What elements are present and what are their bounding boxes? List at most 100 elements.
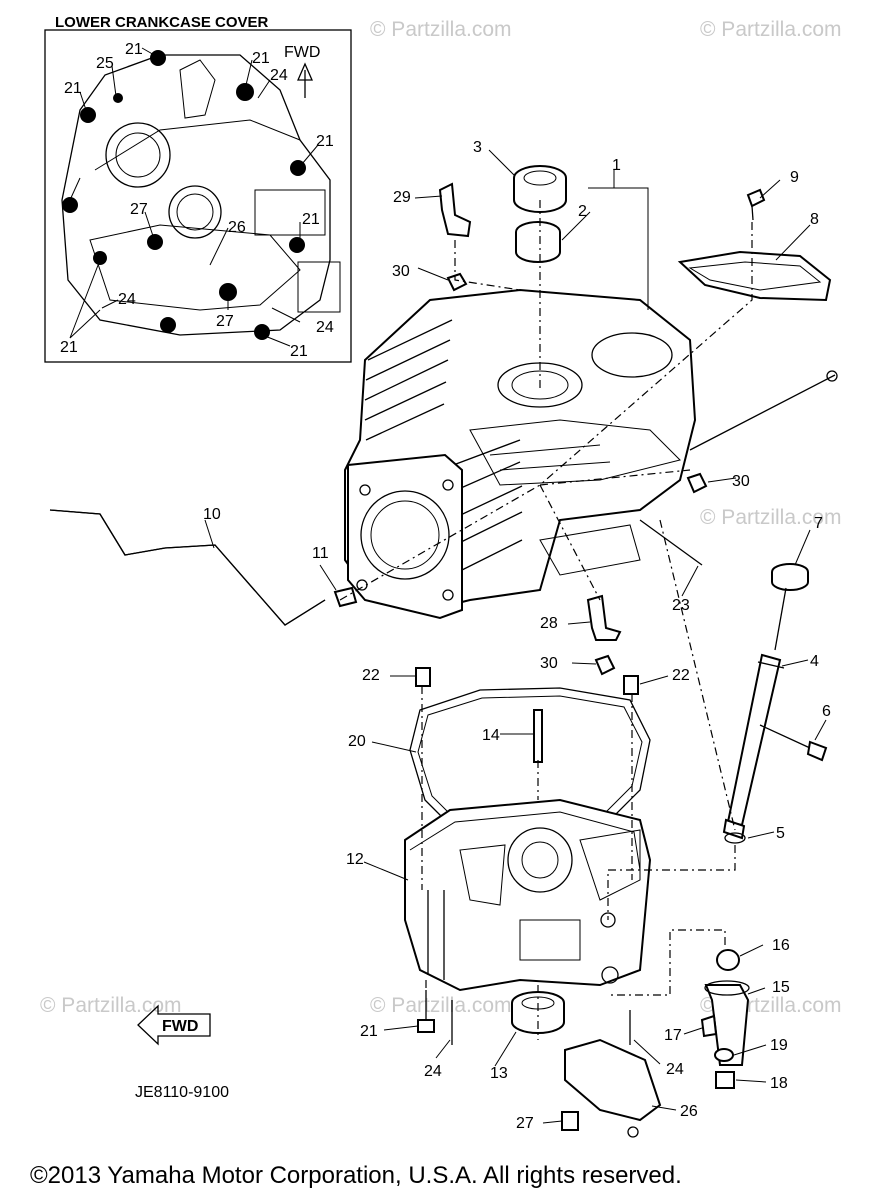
inset-leaders <box>69 47 319 347</box>
breather-hose-10-outer <box>49 509 326 626</box>
callout-labels: 1 2 3 4 5 6 7 8 9 10 11 12 13 14 15 16 1… <box>203 139 831 1132</box>
inset-panel: LOWER CRANKCASE COVER FWD <box>44 14 352 363</box>
cylinder-bore <box>360 490 450 580</box>
oil-seal-3 <box>513 165 567 213</box>
inset-callout-21: 21 <box>316 133 334 150</box>
crankcase-block <box>344 288 697 620</box>
callout-7: 7 <box>814 515 823 532</box>
callout-30: 30 <box>732 473 750 490</box>
inset-callout-27: 27 <box>216 313 234 330</box>
ball-16 <box>716 949 740 971</box>
callout-24: 24 <box>666 1061 684 1078</box>
callout-14: 14 <box>482 727 500 744</box>
fwd-arrow: FWD <box>137 1004 211 1046</box>
callout-28: 28 <box>540 615 558 632</box>
callout-22: 22 <box>672 667 690 684</box>
callout-10: 10 <box>203 506 221 523</box>
callout-18: 18 <box>770 1075 788 1092</box>
cover-outline <box>61 54 331 336</box>
cylinder-head-face <box>347 453 463 620</box>
inset-title: LOWER CRANKCASE COVER <box>55 14 269 31</box>
watermark-text: © Partzilla.com <box>40 994 182 1017</box>
washer-19 <box>714 1048 734 1062</box>
callout-4: 4 <box>810 653 819 670</box>
bearing-2 <box>515 221 561 263</box>
inset-fwd-label: FWD <box>284 44 320 61</box>
bearing-bore <box>105 122 171 188</box>
callout-15: 15 <box>772 979 790 996</box>
dowel-22 <box>623 675 639 695</box>
gasket-20-inner <box>417 695 643 833</box>
inset-callout-24: 24 <box>316 319 334 336</box>
breather-hose-10-inner <box>49 509 326 626</box>
pin-14 <box>533 709 543 763</box>
callout-29: 29 <box>393 189 411 206</box>
callout-30: 30 <box>392 263 410 280</box>
callout-11: 11 <box>312 545 329 562</box>
inset-callout-21: 21 <box>64 80 82 97</box>
callout-24: 24 <box>424 1063 442 1080</box>
copyright-notice: ©2013 Yamaha Motor Corporation, U.S.A. A… <box>30 1162 682 1189</box>
callout-17: 17 <box>664 1027 682 1044</box>
callout-19: 19 <box>770 1037 788 1054</box>
shaft-bore-inner <box>176 193 214 231</box>
bolt-27 <box>561 1111 579 1131</box>
callout-20: 20 <box>348 733 366 750</box>
callout-6: 6 <box>822 703 831 720</box>
cover-plate-26 <box>564 1038 662 1122</box>
bolt-9 <box>746 188 766 221</box>
callout-12: 12 <box>346 851 364 868</box>
callout-2: 2 <box>578 203 587 220</box>
relief-valve-15 <box>704 984 750 1066</box>
inset-callout-26: 26 <box>228 219 246 236</box>
fwd-arrow-icon <box>137 1004 211 1046</box>
inset-callout-21: 21 <box>252 50 270 67</box>
crankcase-lower-web <box>539 524 641 576</box>
callout-22: 22 <box>362 667 380 684</box>
callout-13: 13 <box>490 1065 508 1082</box>
plug-18 <box>715 1071 735 1089</box>
bolt-6-head <box>806 740 828 762</box>
dipstick-7 <box>771 563 809 651</box>
cover-mount <box>254 189 326 236</box>
callout-8: 8 <box>810 211 819 228</box>
callout-21: 21 <box>360 1023 378 1040</box>
inset-fwd-arrow-icon <box>297 62 313 98</box>
gasket-20 <box>409 687 651 841</box>
o-ring-5 <box>724 832 746 844</box>
inset-callout-21: 21 <box>60 339 78 356</box>
callout-9: 9 <box>790 169 799 186</box>
cover-ribs <box>89 119 301 311</box>
inset-callout-21: 21 <box>125 41 143 58</box>
nut-30 <box>686 472 708 494</box>
cam-bore <box>591 332 673 378</box>
nut-30 <box>446 272 468 292</box>
bracket-28 <box>586 594 622 641</box>
watermark-text: © Partzilla.com <box>370 18 512 41</box>
callout-27: 27 <box>516 1115 534 1132</box>
callout-16: 16 <box>772 937 790 954</box>
callout-30: 30 <box>540 655 558 672</box>
inset-callout-24: 24 <box>118 291 136 308</box>
inset-frame <box>44 29 352 363</box>
shaft-bore <box>168 185 222 239</box>
cover-mount <box>297 261 341 313</box>
watermark-text: © Partzilla.com <box>700 18 842 41</box>
crankcase-web <box>469 419 681 486</box>
bearing-bore-inner <box>115 132 161 178</box>
callout-leaders <box>204 149 827 1124</box>
dipstick-tube-4 <box>722 653 785 840</box>
cylinder-bore-inner <box>370 500 440 570</box>
cover-boss <box>179 59 216 119</box>
inset-callout-27: 27 <box>130 201 148 218</box>
nut-30 <box>594 654 616 676</box>
callout-23: 23 <box>672 597 690 614</box>
breather-plate-8 <box>677 250 832 302</box>
bolt-6 <box>759 724 811 749</box>
watermark-text: © Partzilla.com <box>370 994 512 1017</box>
bracket-29 <box>438 182 472 238</box>
stud-23 <box>639 519 703 566</box>
dowel-22 <box>415 667 431 687</box>
inset-callout-24: 24 <box>270 67 288 84</box>
